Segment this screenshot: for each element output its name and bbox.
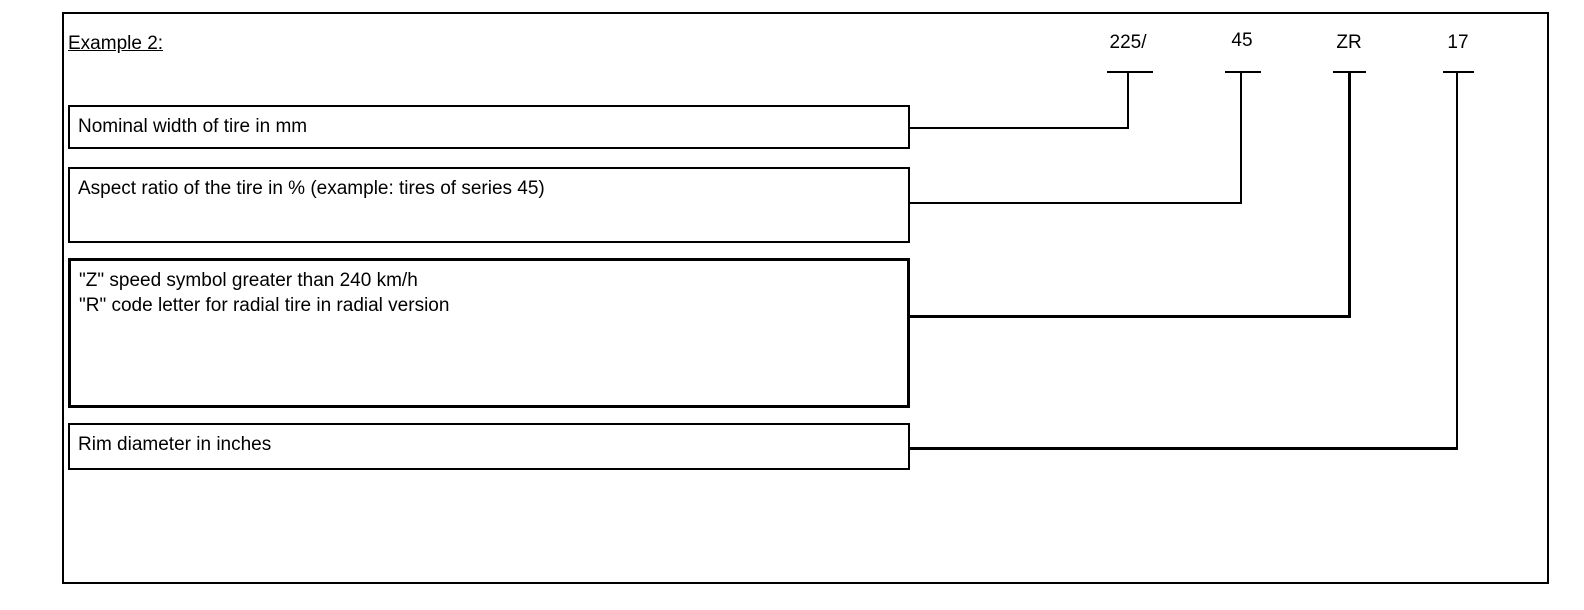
connector-stem-aspect xyxy=(1240,71,1242,204)
connector-line-speed-radial xyxy=(909,315,1351,318)
description-box-aspect-ratio: Aspect ratio of the tire in % (example: … xyxy=(68,167,910,243)
tick-mark-aspect xyxy=(1225,71,1261,73)
figure-border xyxy=(62,12,1549,584)
tire-code-speed-radial-label: ZR xyxy=(1336,32,1362,53)
description-text: Nominal width of tire in mm xyxy=(78,116,308,137)
tick-mark-width xyxy=(1107,71,1153,73)
tire-code-rim-label: 17 xyxy=(1447,32,1469,53)
description-box-rim-diameter: Rim diameter in inches xyxy=(68,423,910,470)
connector-line-aspect xyxy=(909,202,1242,204)
description-text: Rim diameter in inches xyxy=(78,434,272,455)
connector-line-width xyxy=(909,127,1129,129)
connector-stem-rim xyxy=(1456,71,1458,450)
example-title: Example 2: xyxy=(68,33,164,54)
tick-mark-rim xyxy=(1443,71,1474,73)
tire-code-aspect-label: 45 xyxy=(1231,30,1253,51)
connector-stem-width xyxy=(1127,71,1129,129)
description-box-speed-radial: "Z" speed symbol greater than 240 km/h "… xyxy=(68,258,910,408)
description-text: Aspect ratio of the tire in % (example: … xyxy=(78,178,545,199)
connector-stem-speed-radial xyxy=(1348,71,1351,317)
description-text-line1: "Z" speed symbol greater than 240 km/h xyxy=(79,270,418,291)
tire-code-width-label: 225/ xyxy=(1109,32,1147,53)
description-box-width: Nominal width of tire in mm xyxy=(68,105,910,149)
connector-line-rim xyxy=(909,447,1458,450)
description-text-line2: "R" code letter for radial tire in radia… xyxy=(79,295,450,316)
